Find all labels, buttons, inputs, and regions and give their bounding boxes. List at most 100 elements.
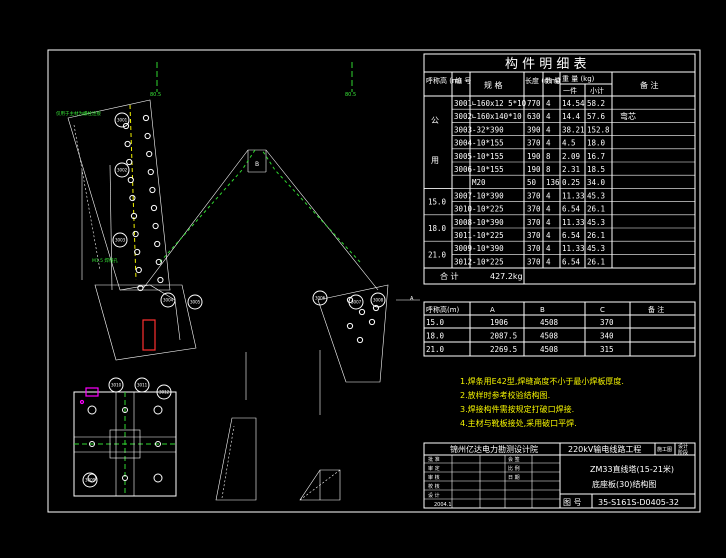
table-cell-cnt: 4: [546, 125, 551, 134]
bolt-hole: [358, 308, 366, 316]
drawing-name-2: 底座板(30)结构图: [592, 479, 656, 489]
note-1: 1.焊条用E42型,焊缝高度不小于最小焊板厚度.: [460, 376, 624, 386]
dim-cell: 4508: [540, 332, 559, 341]
bolt-hole: [372, 304, 380, 312]
group-height: 21.0: [428, 250, 447, 259]
svg-text:3009: 3009: [85, 478, 96, 483]
table-cell-len: 370: [527, 257, 541, 266]
bolt-hole: [122, 122, 130, 130]
bolt-hole: [142, 114, 150, 122]
table-cell-one: 11.33: [562, 191, 585, 200]
table-cell-note: 弯芯: [620, 111, 636, 121]
note-3: 3.焊接构件需按规定打破口焊接.: [460, 404, 574, 414]
table-cell-sub: 26.1: [587, 205, 605, 214]
table-cell-spec: -32*390: [472, 125, 504, 134]
bolt-hole: [152, 222, 159, 230]
part-callout-bubble: 3007: [348, 294, 364, 310]
table-cell-spec: ∟160x140*10: [472, 112, 522, 121]
bolt-hole: [126, 158, 133, 166]
total-value: 427.2kg: [490, 272, 523, 281]
role-label: 校 核: [428, 483, 440, 490]
dim-cell: 370: [600, 318, 614, 327]
header-weight: 重 量 (kg): [562, 75, 595, 83]
table-cell-len: 370: [527, 218, 541, 227]
table-cell-no: 3003: [454, 125, 472, 134]
table-cell-one: 38.21: [562, 125, 585, 134]
table-cell-len: 630: [527, 112, 541, 121]
table-cell-len: 50: [527, 178, 537, 187]
bolt-hole: [346, 296, 354, 304]
table-cell-cnt: 4: [546, 99, 551, 108]
role-label: 审 核: [428, 474, 440, 481]
table-cell-sub: 152.8: [587, 125, 610, 134]
table-cell-one: 2.31: [562, 165, 580, 174]
label-B: B: [255, 161, 259, 168]
table-cell-spec: -10*390: [472, 191, 504, 200]
svg-text:3008: 3008: [373, 298, 384, 303]
role-label: 设 计: [428, 492, 440, 499]
part-callouts: 3001 3002 3003 3004 3005 3006 3007 3008 3009 3010…: [82, 112, 386, 488]
part-callout-bubble: 3001: [114, 112, 130, 128]
table-cell-sub: 45.3: [587, 244, 605, 253]
bolt-hole: [149, 186, 156, 194]
header-count: 数 量: [545, 76, 561, 85]
part-callout-bubble: 3009: [82, 472, 98, 488]
callout-weld: M1.5 焊缝孔: [92, 257, 118, 264]
bolt-holes: [122, 114, 380, 344]
table-cell-sub: 26.1: [587, 231, 605, 240]
role-right-label: 日 期: [508, 475, 520, 481]
svg-text:3001: 3001: [117, 118, 128, 123]
table-cell-sub: 18.5: [587, 165, 605, 174]
group-height: 18.0: [428, 224, 447, 233]
table-cell-sub: 18.0: [587, 139, 606, 148]
table-cell-no: 3007: [454, 191, 472, 200]
part-callout-bubble: 3010: [108, 377, 124, 393]
role-label: 批 准: [428, 456, 440, 463]
table-cell-cnt: 4: [546, 205, 551, 214]
dim-cell: 18.0: [426, 332, 445, 341]
svg-text:3010: 3010: [111, 383, 122, 388]
table-cell-one: 14.54: [562, 99, 585, 108]
part-details: [215, 299, 420, 501]
part-callout-bubble: 3005: [187, 294, 203, 310]
bolt-hole: [134, 248, 141, 256]
angle-left: 80.5: [150, 92, 161, 98]
header-spec: 规 格: [484, 80, 503, 90]
part-callout-bubble: 3002: [114, 162, 130, 178]
part-callout-bubble: 3011: [134, 377, 150, 393]
bolt-hole: [154, 240, 161, 248]
design-label: 设计: [678, 443, 688, 450]
part-callout-bubble: 3004: [160, 292, 176, 308]
role-label: 审 定: [428, 465, 440, 472]
bolt-hole: [150, 204, 158, 212]
dim-cell: 15.0: [426, 318, 445, 327]
table-cell-spec: -10*390: [472, 218, 504, 227]
table-cell-len: 770: [527, 99, 541, 108]
table-cell-len: 370: [527, 191, 541, 200]
bolt-hole: [146, 150, 153, 158]
dim-cell: 21.0: [426, 345, 445, 354]
table-cell-cnt: 4: [546, 191, 551, 200]
table-cell-spec: -10*155: [472, 165, 504, 174]
table-cell-len: 370: [527, 139, 541, 148]
table-cell-one: 14.4: [562, 112, 581, 121]
table-cell-sub: 26.1: [587, 257, 605, 266]
table-cell-one: 11.33: [562, 218, 585, 227]
part-callout-bubble: 3006: [312, 290, 328, 306]
drawing-frame: [47, 49, 701, 513]
group-common-2: 用: [431, 156, 439, 165]
table-cell-len: 190: [527, 165, 541, 174]
table-cell-spec: -10*155: [472, 152, 504, 161]
table-cell-sub: 58.2: [587, 99, 605, 108]
note-2: 2.放样时参考校验结构图.: [460, 390, 550, 400]
svg-text:3003: 3003: [115, 238, 126, 243]
bolt-hole: [124, 140, 131, 148]
dim-cell: 1906: [490, 318, 509, 327]
bolt-hole: [155, 258, 162, 266]
